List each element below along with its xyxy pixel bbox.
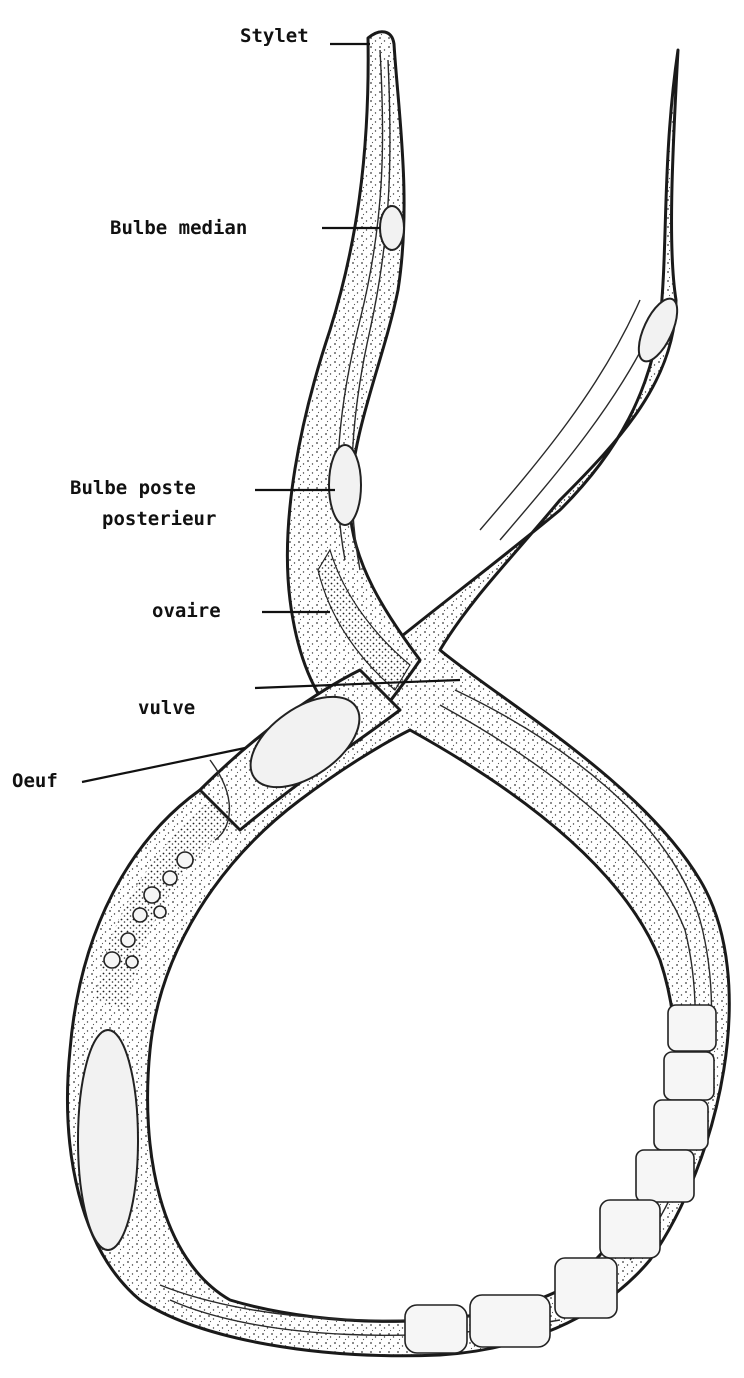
oocyte — [664, 1052, 714, 1100]
median-bulb — [380, 206, 404, 250]
oocyte — [654, 1100, 708, 1150]
oocyte — [636, 1150, 694, 1202]
label-oeuf: Oeuf — [12, 770, 58, 792]
oocyte — [555, 1258, 617, 1318]
egg-left — [78, 1030, 138, 1250]
label-bulbe-median: Bulbe median — [110, 217, 247, 239]
label-ovaire: ovaire — [152, 600, 221, 622]
oocyte — [470, 1295, 550, 1347]
label-stylet: Stylet — [240, 25, 309, 47]
labels: Stylet Bulbe median Bulbe poste posterie… — [12, 25, 309, 792]
nematode-neck — [287, 32, 420, 740]
tail-organ — [631, 293, 685, 366]
label-bulbe-poste: Bulbe poste — [70, 477, 196, 499]
oocyte — [600, 1200, 660, 1258]
label-posterieur: posterieur — [102, 508, 216, 530]
posterior-bulb — [329, 445, 361, 525]
label-vulve: vulve — [138, 697, 195, 719]
oocyte — [668, 1005, 716, 1051]
oocyte — [405, 1305, 467, 1353]
